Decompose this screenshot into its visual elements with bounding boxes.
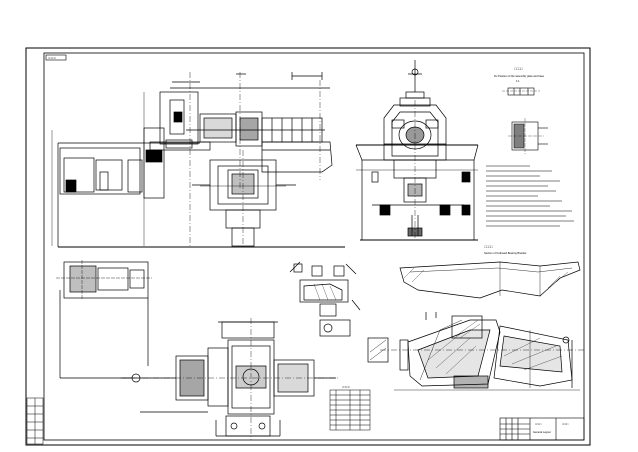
detail-scale: 1:1 xyxy=(516,79,520,83)
revision-strip xyxy=(26,397,44,445)
corner-tag: □□□□□ xyxy=(45,54,67,61)
title-block-caption: General Layout xyxy=(533,430,551,434)
title-block: □□□□ General Layout □□□□ xyxy=(499,417,585,441)
bracket-side-view xyxy=(399,261,581,299)
title-block-code: □□□□ xyxy=(562,423,569,426)
end-elevation-view xyxy=(355,60,479,241)
section-caption: Section of Outboard Bearing Bracket xyxy=(484,251,527,255)
corner-tag-text: □□□□□ xyxy=(48,57,56,60)
detail-subtitle: Fix Position of the assembly plate and b… xyxy=(494,74,545,78)
technical-notes-block xyxy=(486,165,574,227)
top-right-detail: □□□□ Fix Position of the assembly plate … xyxy=(494,67,548,154)
component-details xyxy=(289,261,361,337)
front-elevation-view xyxy=(51,72,345,248)
parts-table-title: □□□□□ xyxy=(342,386,350,389)
title-block-name: □□□□ xyxy=(535,423,542,426)
outer-border xyxy=(25,47,591,446)
section-heading: □□□□ xyxy=(484,245,494,249)
bracket-section-view xyxy=(367,312,584,391)
gearbox-front xyxy=(192,150,296,248)
parts-table: □□□□□ xyxy=(329,386,371,431)
notes-title: □□□□ xyxy=(514,67,524,71)
section-title-block: □□□□ Section of Outboard Bearing Bracket xyxy=(484,245,527,255)
inner-border xyxy=(43,52,585,441)
plan-view xyxy=(56,260,340,440)
